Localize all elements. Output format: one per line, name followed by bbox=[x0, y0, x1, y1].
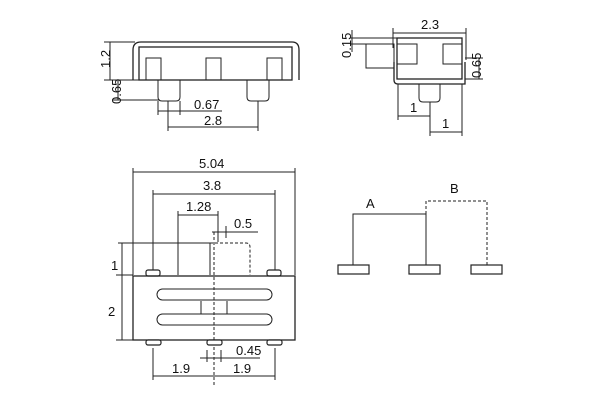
dim-height: 1.2 bbox=[98, 50, 113, 68]
dim-outer-pin-span: 3.8 bbox=[203, 178, 221, 193]
dim-pin-offset-1: 1 bbox=[410, 100, 417, 115]
label-a: A bbox=[366, 196, 375, 211]
circuit-a bbox=[352, 213, 427, 265]
side-pin-left bbox=[157, 80, 181, 102]
dim-pin-width-bottom: 0.45 bbox=[236, 343, 261, 358]
dim-pin-width: 0.67 bbox=[194, 97, 219, 112]
side-pin-right bbox=[246, 80, 270, 102]
dim-pitch-right: 1.9 bbox=[233, 361, 251, 376]
circuit-b bbox=[425, 200, 488, 265]
side-frame bbox=[132, 41, 300, 80]
dim-tab-offset: 0.15 bbox=[339, 33, 354, 58]
dim-body-depth: 2 bbox=[108, 304, 115, 319]
dim-actuator-height: 1 bbox=[111, 258, 118, 273]
dim-overall-width: 5.04 bbox=[199, 156, 224, 171]
schematic: A B bbox=[337, 181, 503, 275]
side-view: 1.2 0.65 0.67 2.8 bbox=[98, 41, 300, 131]
dim-end-width: 2.3 bbox=[421, 17, 439, 32]
slot-upper bbox=[156, 288, 273, 301]
end-tab bbox=[365, 43, 395, 69]
dim-pitch-left: 1.9 bbox=[172, 361, 190, 376]
pad-3 bbox=[470, 264, 503, 275]
pad-2 bbox=[408, 264, 441, 275]
actuator-alt-position bbox=[210, 242, 251, 275]
side-body bbox=[138, 46, 293, 81]
dim-pin-length: 0.65 bbox=[109, 79, 124, 104]
dim-actuator-width: 1.28 bbox=[186, 199, 211, 214]
top-view: 5.04 3.8 1.28 0.5 1 2 0.45 1.9 1.9 bbox=[108, 156, 296, 385]
slot-lower bbox=[156, 313, 273, 326]
dim-pin-pitch: 2.8 bbox=[204, 113, 222, 128]
dim-actuator-travel: 0.5 bbox=[234, 216, 252, 231]
end-pin bbox=[418, 84, 441, 103]
label-b: B bbox=[450, 181, 459, 196]
dim-tab-height: 0.65 bbox=[469, 53, 484, 78]
dim-pin-offset-2: 1 bbox=[442, 116, 449, 131]
actuator bbox=[118, 242, 213, 275]
end-view: 2.3 0.15 0.65 1 1 bbox=[339, 17, 484, 136]
pad-1 bbox=[337, 264, 370, 275]
